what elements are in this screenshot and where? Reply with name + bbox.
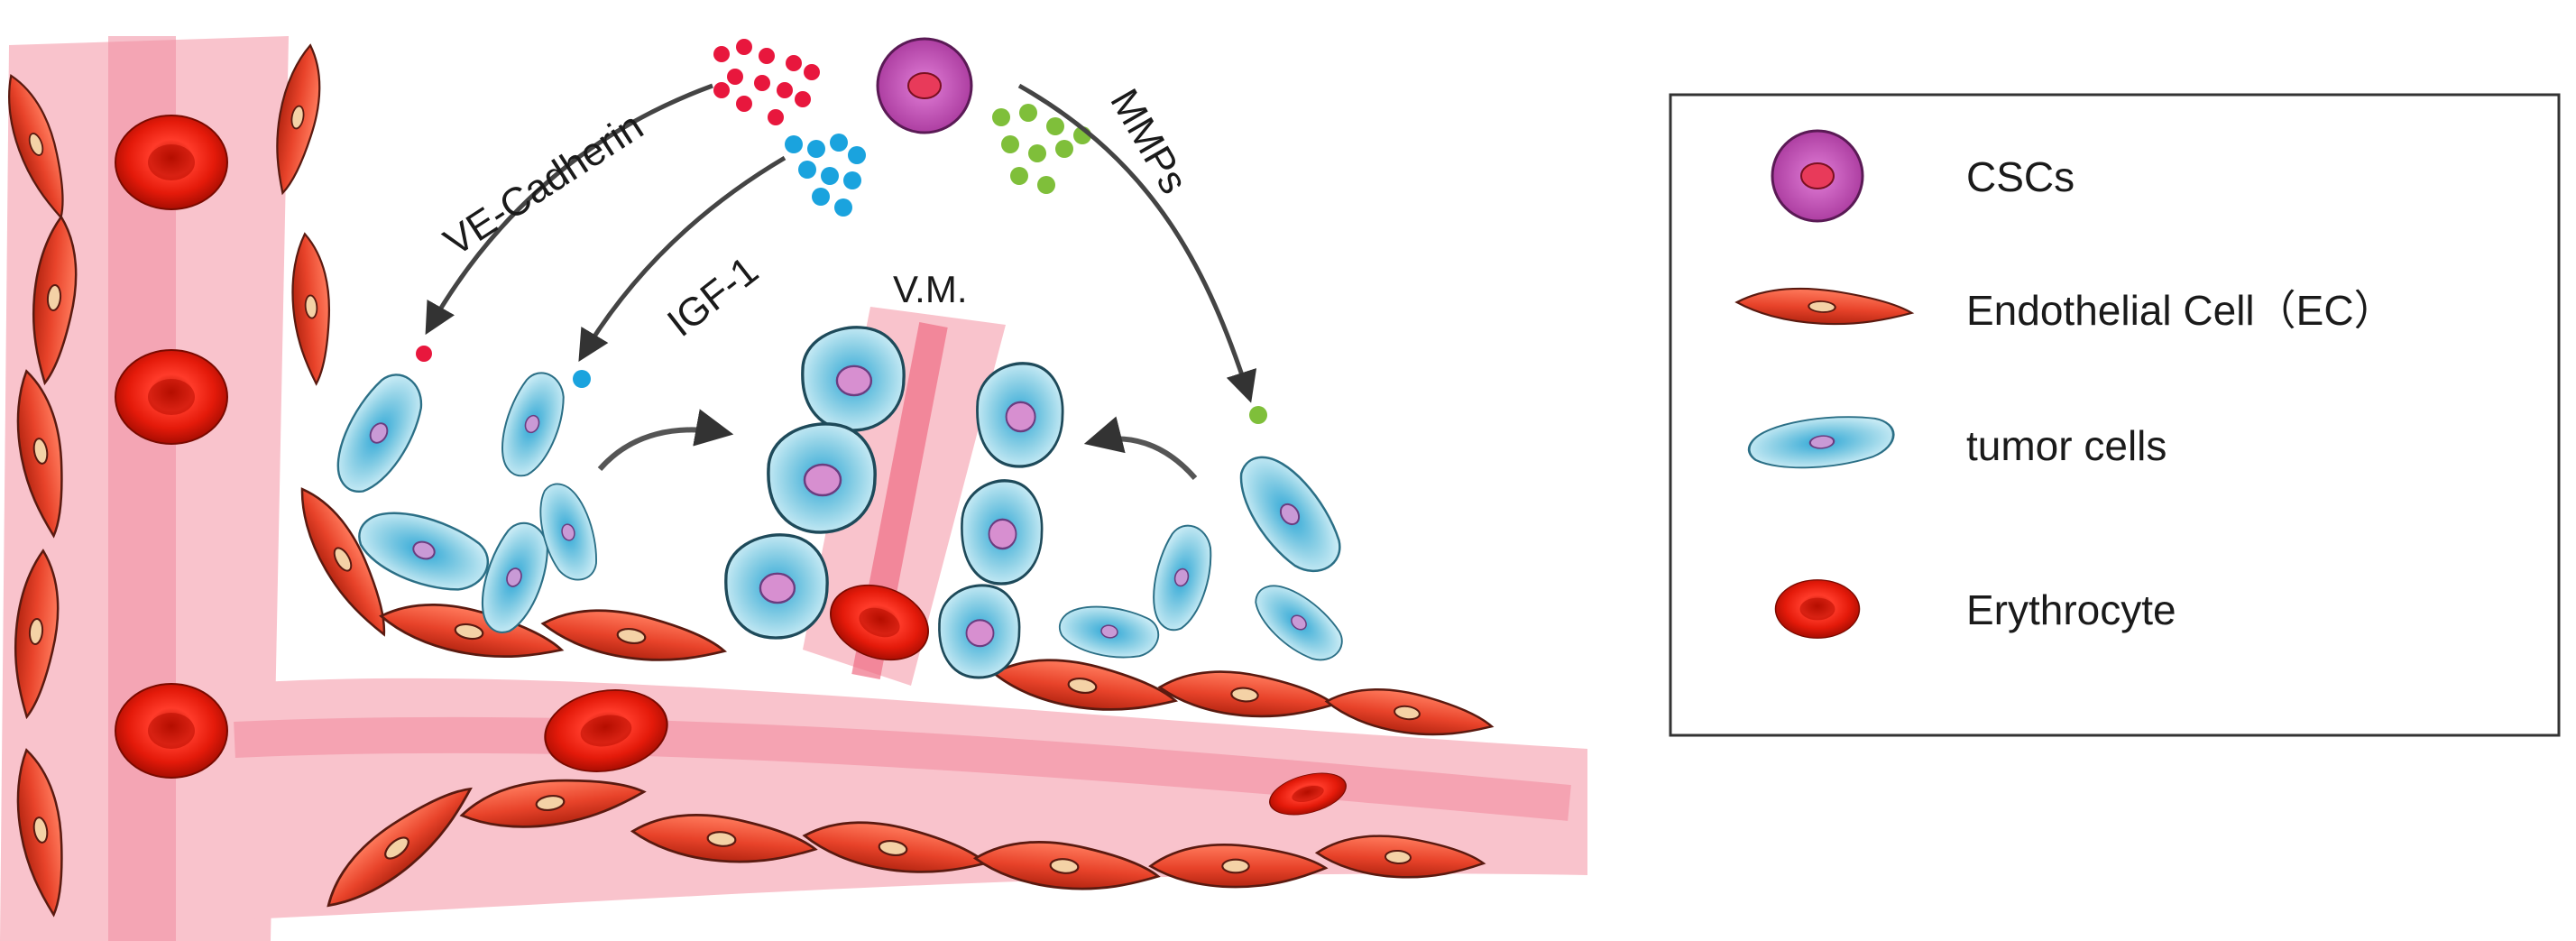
erythrocyte-icon — [1774, 579, 1861, 639]
vm-label: V.M. — [893, 268, 967, 310]
igf1-particles — [573, 134, 866, 388]
ve-cadherin-label: VE-Cadherin — [437, 104, 651, 264]
legend: CSCs Endothelial Cell（EC） tumor cells Er… — [1669, 93, 2561, 737]
ve-cadherin-particles — [416, 39, 820, 362]
legend-label-tumor-cells: tumor cells — [1966, 422, 2167, 469]
igf1-label: IGF-1 — [659, 248, 767, 346]
legend-label-endothelial-cell: Endothelial Cell（EC） — [1966, 287, 2396, 334]
legend-label-cscs: CSCs — [1966, 153, 2075, 200]
mmps-label: MMPs — [1101, 82, 1196, 201]
arrows — [425, 83, 1257, 480]
csc-cell-top — [876, 37, 973, 134]
legend-label-erythrocyte: Erythrocyte — [1966, 586, 2176, 633]
mmps-particles — [992, 104, 1267, 424]
csc-cell-icon — [1771, 129, 1864, 223]
